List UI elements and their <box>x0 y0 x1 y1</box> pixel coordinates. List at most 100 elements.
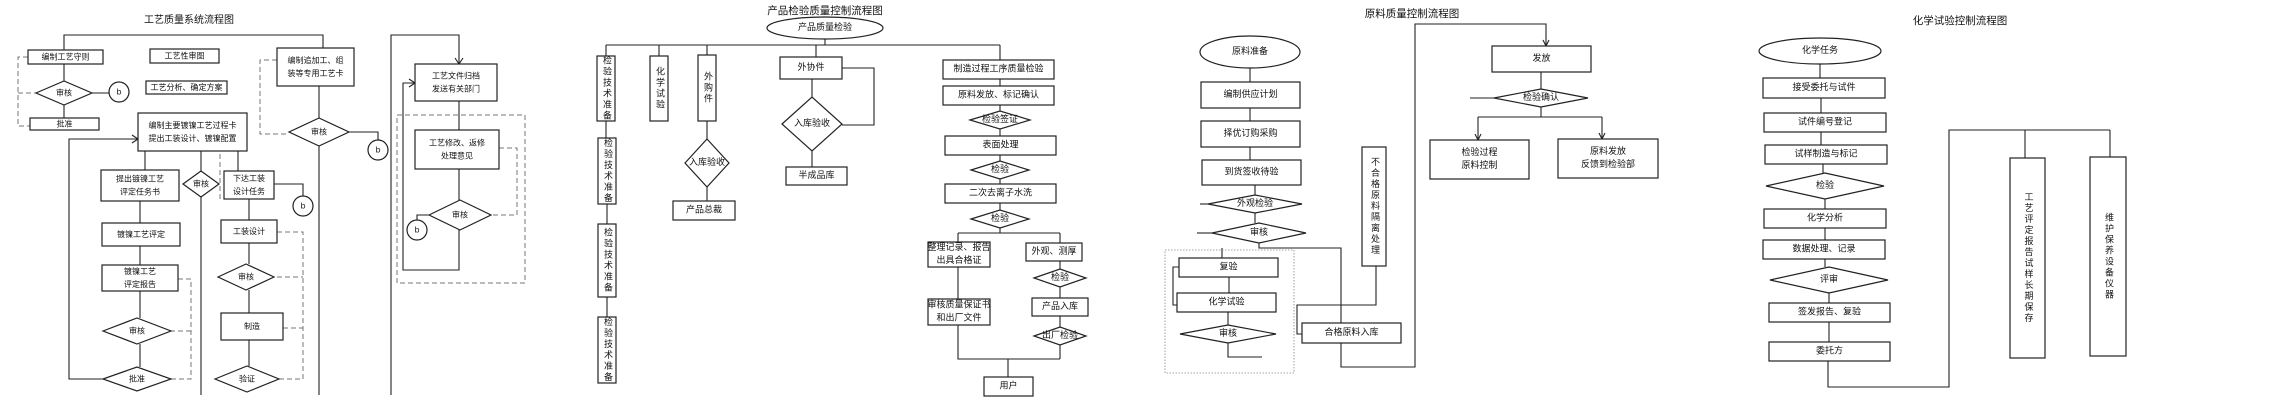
node-label-line: 出具合格证 <box>936 254 981 266</box>
node-label: 到货签收待验 <box>1224 166 1278 178</box>
node-label: 签发报告、复验 <box>1798 306 1861 318</box>
dashed-boundary <box>259 59 289 135</box>
decision-diamond <box>1211 222 1307 244</box>
node-label: 化学分析 <box>1807 212 1843 224</box>
node-label: 工艺分析、确定方案 <box>151 82 223 92</box>
connector-line <box>1296 266 1377 335</box>
flow-node: 检验 <box>968 160 1032 180</box>
node-label: 检验 <box>1051 271 1069 283</box>
process-box <box>944 183 1057 204</box>
node-label: 工艺性审图 <box>165 51 205 61</box>
node-label: 原料发放、标记确认 <box>958 89 1039 101</box>
flow-node: 复验 <box>1178 257 1279 278</box>
flow-node: 审核 <box>427 199 493 231</box>
decision-diamond <box>1179 324 1277 344</box>
process-box <box>1201 159 1302 186</box>
node-label: 复验 <box>1219 261 1237 273</box>
decision-diamond <box>781 96 843 152</box>
node-label-line: 和出厂文件 <box>936 312 981 324</box>
node-label-line: 编制主要镀镍工艺过程卡 <box>149 120 237 130</box>
node-label: 检验确认 <box>1523 91 1559 103</box>
node-label: 发放 <box>1532 52 1550 64</box>
flow-node: 半成品库 <box>785 166 848 186</box>
node-label: 检验签证 <box>982 113 1018 125</box>
node-label: 合格原料入库 <box>1324 326 1378 338</box>
node-label: 产品质量检验 <box>798 21 852 33</box>
decision-diamond <box>216 263 276 291</box>
diagram-title: 原料质量控制流程图 <box>1365 7 1460 20</box>
vertical-process-box <box>1361 146 1387 267</box>
node-label: 入库验收 <box>689 156 725 168</box>
dashed-boundary <box>1164 249 1295 374</box>
process-box <box>1763 112 1887 133</box>
process-box <box>414 63 498 102</box>
process-box <box>137 112 248 152</box>
node-label-line: 编制追加工、组 <box>288 55 344 65</box>
node-label: 审核 <box>129 326 145 336</box>
node-label-line: 评定任务书 <box>120 187 160 197</box>
process-box <box>1176 292 1277 313</box>
process-box <box>779 56 843 80</box>
vertical-process-box <box>597 223 617 298</box>
process-quality-flowchart: 工艺质量系统流程图 编制工艺守则工艺性审图工艺分析、确定方案编制追加工、组装等专… <box>17 13 526 395</box>
connector-line <box>1227 343 1262 358</box>
diagram-title: 工艺质量系统流程图 <box>144 13 234 26</box>
connector-line <box>349 131 379 140</box>
node-label: 审核 <box>238 272 254 282</box>
flow-node: 验证 <box>213 365 281 393</box>
flow-node: 审核 <box>1179 324 1277 344</box>
dashed-boundary <box>171 278 192 380</box>
node-label: 外观检验 <box>1237 197 1273 209</box>
process-box <box>101 222 181 247</box>
connector-label: b <box>300 202 305 211</box>
decision-diamond <box>968 209 1032 229</box>
product-inspection-flowchart: 产品检验质量控制流程图 产品质量检验检验技术准备检验技术准备检验技术准备检验技术… <box>596 4 1089 397</box>
flow-node: 审核 <box>287 117 351 147</box>
flow-node: 产品总裁 <box>672 200 736 221</box>
node-label: 化学试验 <box>654 65 665 110</box>
raw-material-flowchart: 原料质量控制流程图 原料准备编制供应计划择优订购采购到货签收待验外观检验审核复验… <box>1164 7 1659 374</box>
flow-node: 用户 <box>983 376 1034 397</box>
node-label: 审核 <box>311 127 327 137</box>
process-box <box>220 219 278 244</box>
process-box <box>27 49 104 65</box>
start-ellipse <box>1758 37 1882 65</box>
flow-node: 批准 <box>101 366 173 392</box>
flow-node: 维护保养设备仪器 <box>2089 156 2127 357</box>
flow-node: 化学任务 <box>1758 37 1882 65</box>
decision-diamond <box>1493 88 1589 108</box>
decision-diamond <box>968 160 1032 180</box>
connector-line <box>63 34 324 50</box>
node-label: 产品入库 <box>1042 300 1078 312</box>
flow-node: 编制供应计划 <box>1200 81 1301 109</box>
node-label-line: 镀镍工艺 <box>124 266 156 276</box>
process-box <box>100 169 180 202</box>
flow-node: 化学试验 <box>1176 292 1277 313</box>
process-box <box>101 264 179 292</box>
process-box <box>1025 242 1083 262</box>
dashed-boundary <box>277 231 304 380</box>
process-box <box>414 129 500 170</box>
process-box <box>927 241 991 268</box>
start-ellipse <box>766 16 884 40</box>
node-label-line: 原料发放 <box>1590 145 1626 157</box>
node-label: 工装设计 <box>233 226 265 236</box>
process-box <box>942 85 1055 106</box>
chemical-test-flowchart: 化学试验控制流程图 化学任务接受委托与试件试件编号登记试样制造与标记检验化学分析… <box>1758 14 2127 388</box>
process-box <box>1768 302 1891 323</box>
connector-circle <box>108 81 130 103</box>
process-box <box>276 47 355 87</box>
process-box <box>1557 138 1659 179</box>
decision-diamond <box>287 117 351 147</box>
flow-node: 择优订购采购 <box>1200 120 1301 148</box>
node-label: 检验技术准备 <box>602 226 613 293</box>
node-label: 试件编号登记 <box>1798 116 1852 128</box>
process-box <box>1763 208 1887 229</box>
connector-line <box>274 183 304 196</box>
connector-label: b <box>375 146 380 155</box>
flow-node: 审核 <box>181 170 221 198</box>
node-label-line: 发送有关部门 <box>432 84 480 94</box>
